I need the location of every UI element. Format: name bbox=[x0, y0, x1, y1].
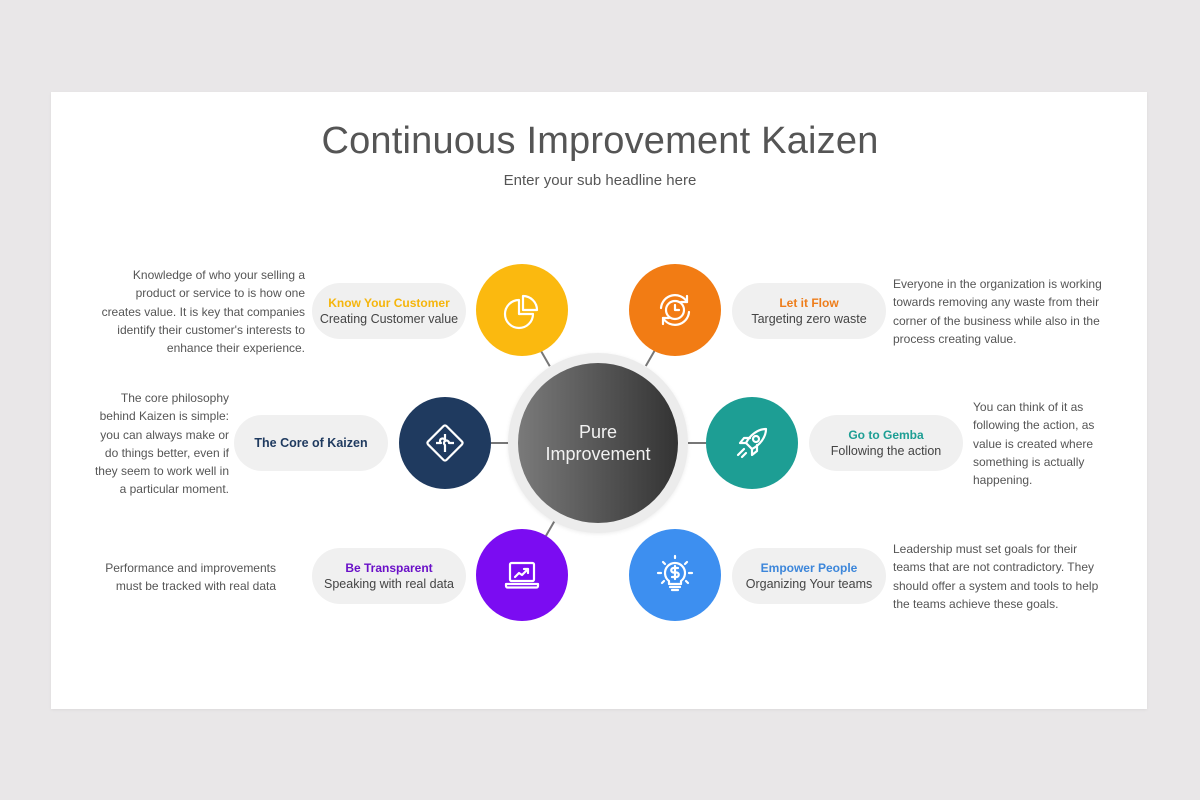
pill-subtitle: Following the action bbox=[830, 443, 942, 458]
description-be-transparent: Performance and improvements must be tra… bbox=[105, 561, 276, 594]
lightbulb-dollar-icon bbox=[656, 554, 694, 592]
pill-go-to-gemba[interactable]: Go to Gemba Following the action bbox=[809, 415, 963, 471]
pill-title: Know Your Customer bbox=[328, 295, 450, 310]
node-empower-people[interactable] bbox=[629, 529, 721, 621]
clock-cycle-icon bbox=[659, 294, 691, 326]
description-know-your-customer: Knowledge of who your selling a product … bbox=[101, 268, 305, 356]
pill-be-transparent[interactable]: Be Transparent Speaking with real data bbox=[312, 548, 466, 604]
pill-title: Let it Flow bbox=[779, 295, 839, 310]
description-core-of-kaizen: The core philosophy behind Kaizen is sim… bbox=[94, 391, 229, 497]
slide-title: Continuous Improvement Kaizen bbox=[321, 120, 879, 162]
pill-title: Go to Gemba bbox=[848, 427, 924, 442]
connector-core-of-kaizen bbox=[491, 442, 509, 444]
pill-subtitle: Creating Customer value bbox=[319, 311, 459, 326]
description-empower-people: Leadership must set goals for their team… bbox=[893, 542, 1099, 611]
laptop-chart-icon bbox=[504, 561, 540, 589]
pill-core-of-kaizen[interactable]: The Core of Kaizen bbox=[234, 415, 388, 471]
connector-go-to-gemba bbox=[688, 442, 706, 444]
description-go-to-gemba: You can think of it as following the act… bbox=[973, 400, 1095, 488]
pill-subtitle: Organizing Your teams bbox=[745, 576, 873, 591]
pill-subtitle: Targeting zero waste bbox=[751, 311, 867, 326]
node-go-to-gemba[interactable] bbox=[706, 397, 798, 489]
pill-know-your-customer[interactable]: Know Your Customer Creating Customer val… bbox=[312, 283, 466, 339]
node-let-it-flow[interactable] bbox=[629, 264, 721, 356]
pill-subtitle: Speaking with real data bbox=[324, 576, 454, 591]
node-core-of-kaizen[interactable] bbox=[399, 397, 491, 489]
pill-title: Empower People bbox=[760, 560, 858, 575]
puzzle-icon bbox=[426, 424, 464, 462]
pill-let-it-flow[interactable]: Let it Flow Targeting zero waste bbox=[732, 283, 886, 339]
node-know-your-customer[interactable] bbox=[476, 264, 568, 356]
slide-subtitle: Enter your sub headline here bbox=[503, 172, 697, 189]
rocket-icon bbox=[736, 427, 768, 459]
pill-title: The Core of Kaizen bbox=[254, 435, 368, 450]
pill-title: Be Transparent bbox=[345, 560, 433, 575]
pie-chart-icon bbox=[503, 294, 539, 330]
description-let-it-flow: Everyone in the organization is working … bbox=[893, 277, 1102, 346]
hub-line-2: Improvement bbox=[545, 444, 651, 464]
hub-pure-improvement: Pure Improvement bbox=[518, 363, 678, 523]
node-be-transparent[interactable] bbox=[476, 529, 568, 621]
pill-empower-people[interactable]: Empower People Organizing Your teams bbox=[732, 548, 886, 604]
hub-line-1: Pure bbox=[578, 422, 618, 442]
